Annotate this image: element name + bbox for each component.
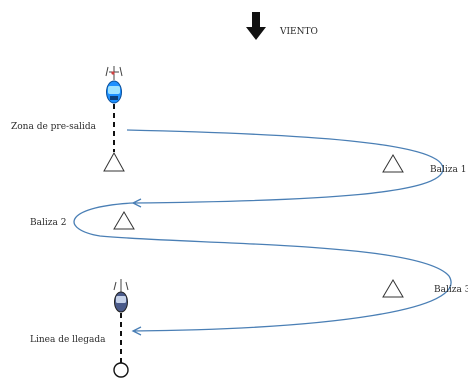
- course-arrowhead-2: [131, 326, 142, 336]
- committee-boat-icon: [105, 66, 123, 104]
- wind-arrow-icon: [246, 12, 266, 40]
- mark2-label: Baliza 2: [30, 218, 67, 228]
- course-arrowhead-1: [131, 198, 142, 208]
- pre-start-zone-label: Zona de pre-salida: [11, 122, 96, 132]
- wind-label: VIENTO: [280, 27, 318, 37]
- finish-buoy-icon: [113, 362, 129, 378]
- mark3-label: Baliza 3: [434, 285, 468, 295]
- mark1-triangle-icon: [382, 154, 404, 173]
- course-path: [73, 129, 452, 332]
- start-mark-triangle-icon: [103, 151, 125, 172]
- finish-boat-icon: [113, 279, 129, 313]
- mark3-triangle-icon: [382, 279, 404, 298]
- mark2-triangle-icon: [113, 211, 135, 230]
- finish-line-label: Linea de llegada: [30, 335, 106, 345]
- mark1-label: Baliza 1: [430, 165, 467, 175]
